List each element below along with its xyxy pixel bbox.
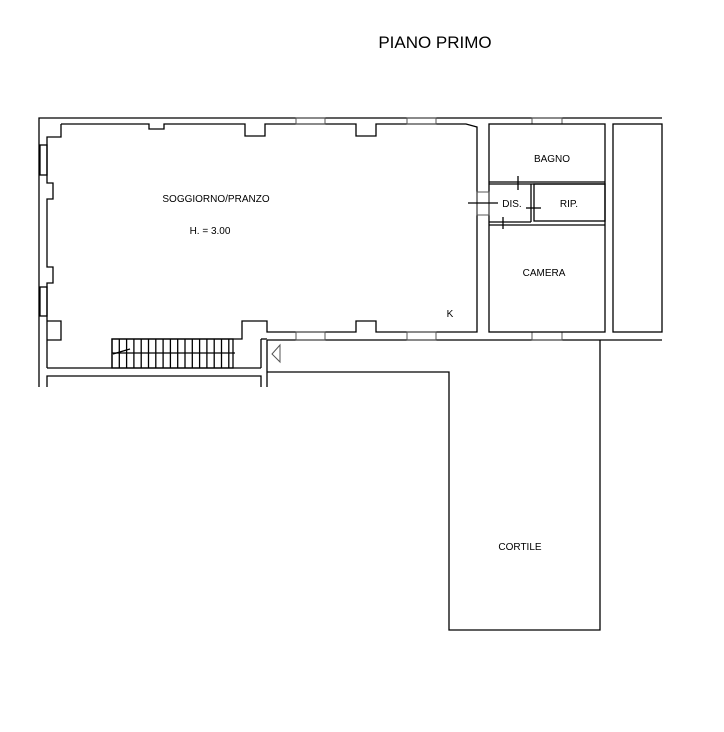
- cortile-walls: [267, 340, 601, 631]
- entrance-arrow-icon: [271, 343, 281, 364]
- windows: [39, 117, 563, 341]
- lower-room-walls: [46, 375, 262, 387]
- room-label-rip: RIP.: [560, 199, 578, 210]
- right-rooms-walls: [468, 123, 663, 333]
- room-height-label: H. = 3.00: [190, 226, 231, 237]
- room-label-bagno: BAGNO: [534, 154, 570, 165]
- room-label-soggiorno: SOGGIORNO/PRANZO: [162, 194, 269, 205]
- kitchen-mark: K: [447, 309, 454, 320]
- staircase: [111, 338, 235, 369]
- outer-walls: [38, 117, 662, 387]
- room-label-dis: DIS.: [502, 199, 521, 210]
- plan-title: PIANO PRIMO: [378, 33, 491, 52]
- soggiorno-walls: [46, 123, 478, 369]
- room-label-cortile: CORTILE: [498, 542, 541, 553]
- room-label-camera: CAMERA: [523, 268, 566, 279]
